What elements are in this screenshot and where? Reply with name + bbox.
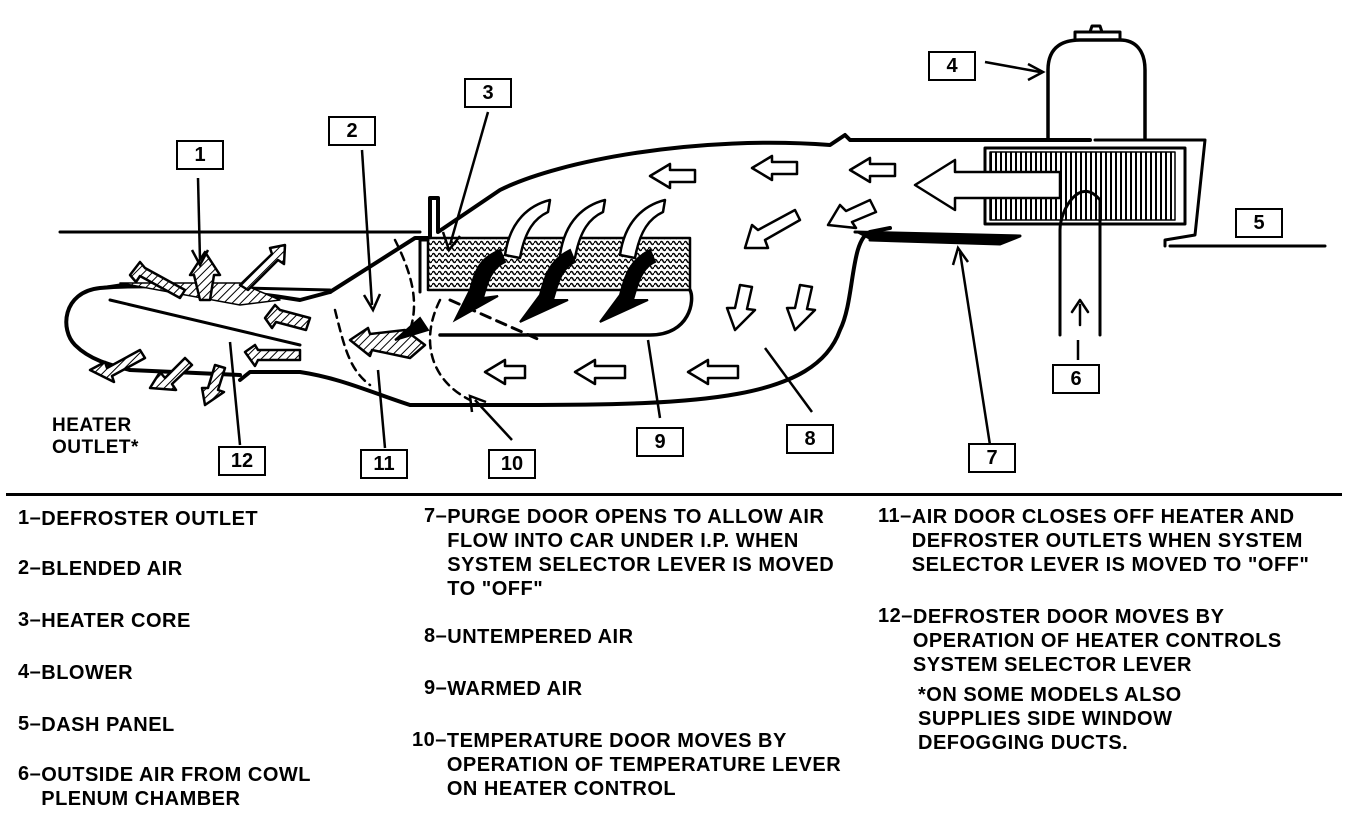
- heater-outlet-arrow: [148, 356, 194, 392]
- legend-number: 9–: [424, 677, 448, 699]
- callout-9: 9: [636, 427, 684, 457]
- heater-outlet-label-line2: OUTLET*: [52, 437, 139, 458]
- legend-text: DEFROSTER OUTLET: [41, 508, 259, 530]
- legend-item: 6– OUTSIDE AIR FROM COWL PLENUM CHAMBER: [18, 763, 363, 811]
- flow-arrow: [618, 198, 667, 260]
- legend-text: BLOWER: [41, 662, 134, 684]
- dash-panel: [1093, 138, 1207, 248]
- legend-item: 4– BLOWER: [18, 661, 398, 685]
- defrost-arrow: [238, 243, 287, 292]
- flow-arrow: [848, 156, 897, 184]
- legend-number: 8–: [424, 625, 448, 647]
- legend-item: 11– AIR DOOR CLOSES OFF HEATER AND DEFRO…: [878, 505, 1338, 577]
- airflow-arrows: [88, 154, 1062, 407]
- flow-arrow: [648, 162, 697, 190]
- flow-arrow: [826, 198, 878, 230]
- legend-column-2: 7– PURGE DOOR OPENS TO ALLOW AIR FLOW IN…: [412, 505, 862, 801]
- legend-number: 7–: [424, 505, 448, 527]
- legend-number: 6–: [18, 763, 42, 785]
- flow-arrow: [743, 208, 802, 250]
- callout-8: 8: [786, 424, 834, 454]
- blower-motor: [1046, 38, 1147, 140]
- legend-item: 8– UNTEMPERED AIR: [424, 625, 862, 649]
- legend-text: DASH PANEL: [41, 714, 175, 736]
- callout-7: 7: [968, 443, 1016, 473]
- defroster-door: [108, 298, 302, 347]
- legend-text: DEFROSTER DOOR MOVES BY OPERATION OF HEA…: [912, 606, 1282, 676]
- heater-outlet-arrow: [200, 363, 227, 407]
- callout-12: 12: [218, 446, 266, 476]
- legend-text: WARMED AIR: [447, 678, 583, 700]
- heater-outlet-arrow: [88, 348, 147, 384]
- outside-air-arrow: [1070, 298, 1090, 327]
- heater-outlet-label-line1: HEATER: [52, 415, 132, 436]
- defroster-duct: [98, 283, 332, 292]
- legend-number: 2–: [18, 557, 42, 579]
- legend-text: TEMPERATURE DOOR MOVES BY OPERATION OF T…: [446, 730, 842, 800]
- legend-number: 3–: [18, 609, 42, 631]
- blower-wheel: [989, 151, 1176, 221]
- callout-10: 10: [488, 449, 536, 479]
- legend-number: 10–: [412, 729, 447, 751]
- legend-text: OUTSIDE AIR FROM COWL PLENUM CHAMBER: [41, 764, 311, 810]
- air-door: [333, 238, 416, 387]
- leader-lines: [190, 60, 1080, 449]
- flow-arrow: [750, 154, 799, 182]
- legend-item: 2– BLENDED AIR: [18, 557, 398, 581]
- legend-number: 4–: [18, 661, 42, 683]
- legend-text: HEATER CORE: [41, 610, 191, 632]
- callout-11: 11: [360, 449, 408, 479]
- blend-arrow: [263, 303, 312, 332]
- legend-text: BLENDED AIR: [41, 558, 183, 580]
- callout-5: 5: [1235, 208, 1283, 238]
- blower-motor-cap: [1073, 24, 1122, 42]
- heater-case-outline: [238, 133, 1092, 407]
- flow-arrow: [785, 283, 817, 332]
- core-tube: [418, 238, 430, 294]
- legend-text: PURGE DOOR OPENS TO ALLOW AIR FLOW INTO …: [447, 506, 835, 600]
- flow-arrow: [558, 198, 607, 260]
- incoming-air-arrow: [913, 158, 1062, 212]
- temperature-door: [428, 298, 472, 402]
- defrost-arrow: [128, 260, 187, 300]
- flow-arrow: [686, 358, 740, 386]
- legend-number: 11–: [878, 505, 912, 527]
- heater-airflow-diagram: [58, 24, 1327, 449]
- legend-item: 10– TEMPERATURE DOOR MOVES BY OPERATION …: [412, 729, 852, 801]
- warm-air-arrows: [394, 248, 657, 341]
- legend-text: AIR DOOR CLOSES OFF HEATER AND DEFROSTER…: [911, 506, 1310, 576]
- callout-1: 1: [176, 140, 224, 170]
- legend-item: 3– HEATER CORE: [18, 609, 398, 633]
- flow-arrow: [573, 358, 627, 386]
- flow-arrow: [503, 198, 552, 260]
- core-partition: [438, 288, 694, 337]
- legend-item: 7– PURGE DOOR OPENS TO ALLOW AIR FLOW IN…: [424, 505, 854, 601]
- legend-column-1: 1– DEFROSTER OUTLET 2– BLENDED AIR 3– HE…: [18, 505, 398, 811]
- callout-6: 6: [1052, 364, 1100, 394]
- legend-number: 1–: [18, 507, 42, 529]
- legend-column-3: 11– AIR DOOR CLOSES OFF HEATER AND DEFRO…: [878, 505, 1348, 755]
- legend-number: 12–: [878, 605, 913, 627]
- legend-item: 12– DEFROSTER DOOR MOVES BY OPERATION OF…: [878, 605, 1298, 677]
- callout-3: 3: [464, 78, 512, 108]
- legend-item: 5– DASH PANEL: [18, 713, 398, 737]
- flow-arrow: [725, 283, 757, 332]
- callout-4: 4: [928, 51, 976, 81]
- flow-arrow: [483, 358, 527, 386]
- legend-text: UNTEMPERED AIR: [447, 626, 634, 648]
- blend-arrow: [243, 343, 302, 368]
- legend-item: 1– DEFROSTER OUTLET: [18, 507, 398, 531]
- legend-number: 5–: [18, 713, 42, 735]
- legend-item: 9– WARMED AIR: [424, 677, 862, 701]
- callout-2: 2: [328, 116, 376, 146]
- purge-door: [853, 230, 1022, 246]
- defrost-arrow: [188, 250, 222, 302]
- heater-outlet-label: HEATER OUTLET*: [52, 415, 139, 459]
- legend-divider: [6, 493, 1342, 496]
- footnote: *ON SOME MODELS ALSO SUPPLIES SIDE WINDO…: [918, 684, 1182, 754]
- outside-air-duct: [1058, 190, 1102, 337]
